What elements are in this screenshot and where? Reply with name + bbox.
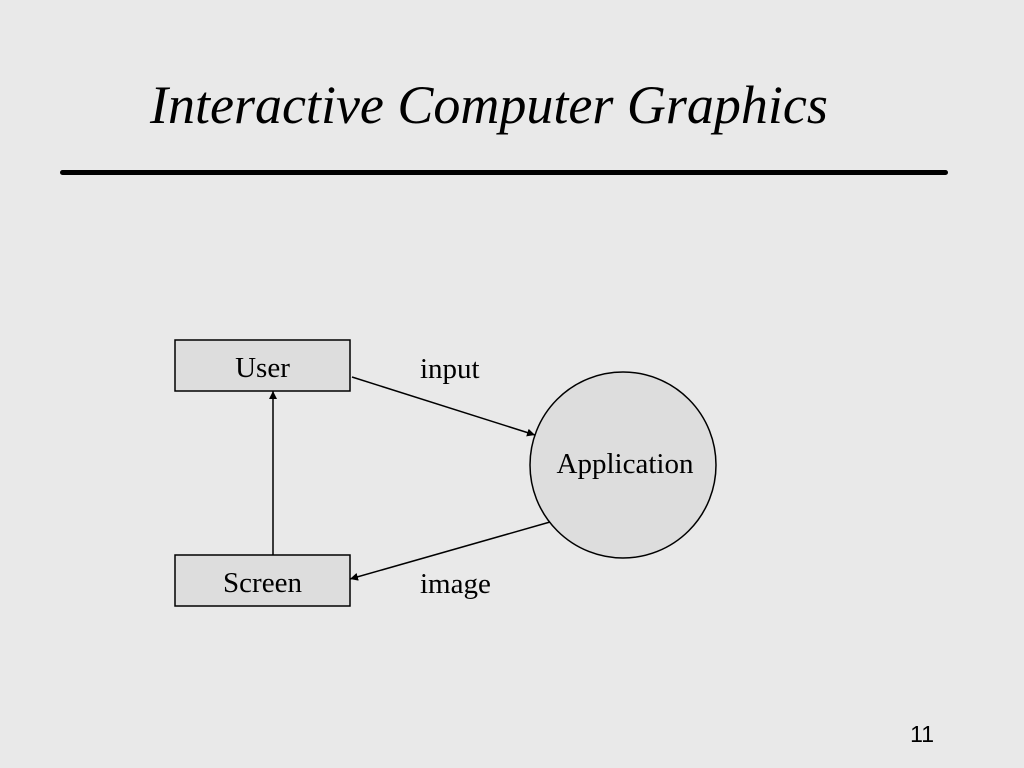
application-label: Application [557,448,694,480]
application-circle [529,371,717,559]
image-arrow [349,521,551,581]
user-node: User [174,339,351,392]
screen-node: Screen [174,554,351,607]
application-node: Application [529,371,717,559]
user-box [174,339,351,392]
image-edge-label: image [420,568,491,600]
input-arrow [351,376,536,437]
user-label: User [235,352,290,384]
page-number: 11 [910,721,934,747]
title-divider [60,170,948,175]
slide-title: Interactive Computer Graphics [150,75,828,135]
input-edge-label: input [420,353,480,385]
screen-label: Screen [223,567,302,599]
